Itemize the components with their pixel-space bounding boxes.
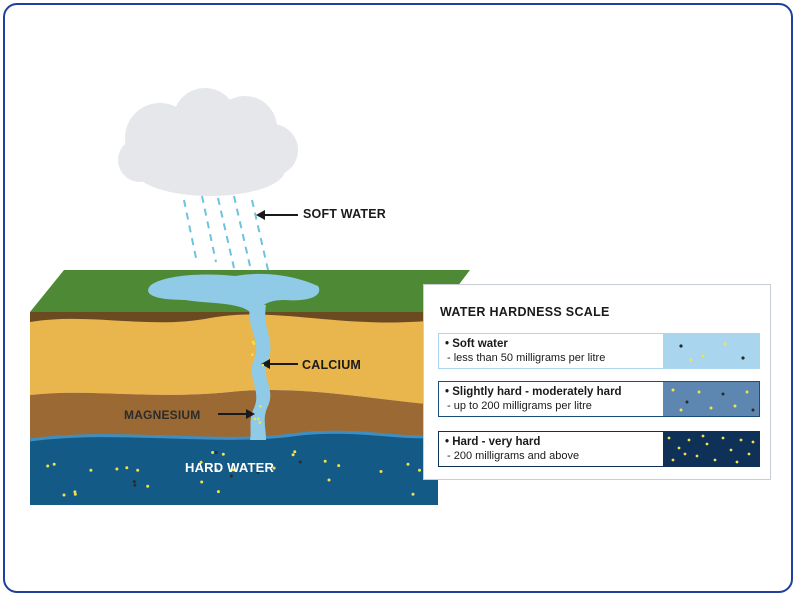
mineral-particle [337, 464, 341, 468]
row-desc: - 200 milligrams and above [447, 450, 580, 462]
mineral-particle [136, 468, 140, 472]
magnesium-label: MAGNESIUM [124, 408, 201, 422]
soft-water-arrow [256, 210, 298, 220]
mineral-particle [146, 484, 150, 488]
mineral-particle [199, 460, 203, 464]
mineral-particle [200, 480, 204, 484]
mineral-particle [62, 493, 66, 497]
water-stream [148, 273, 320, 440]
mineral-particle [298, 460, 302, 464]
calcium-label: CALCIUM [302, 358, 362, 372]
mineral-particle [323, 459, 327, 463]
mineral-particle [125, 466, 129, 470]
mineral-particle [46, 464, 50, 468]
calcium-arrow [261, 359, 298, 369]
magnesium-arrow [218, 409, 255, 419]
scale-row-soft: • Soft water - less than 50 milligrams p… [438, 333, 760, 369]
swatch-moderate [663, 382, 759, 416]
stream-particle [257, 417, 260, 421]
mineral-particle [115, 467, 119, 471]
mineral-particle [229, 474, 233, 478]
mineral-particle [89, 468, 93, 472]
mineral-particle [251, 463, 255, 466]
mineral-particle [272, 466, 276, 470]
stream-particle [261, 363, 265, 367]
row-desc: - less than 50 milligrams per litre [447, 352, 606, 364]
row-desc: - up to 200 milligrams per litre [447, 400, 592, 412]
row-name: • Soft water [445, 338, 508, 350]
mineral-particle [256, 470, 260, 474]
mineral-particle [133, 483, 137, 487]
stream-particle [258, 421, 262, 424]
mineral-particle [379, 470, 383, 473]
swatch-hard [663, 432, 759, 466]
stream-particle [251, 340, 255, 344]
mineral-particle [231, 468, 235, 472]
row-name: • Slightly hard - moderately hard [445, 386, 622, 398]
mineral-particle [406, 462, 410, 466]
mineral-particle [73, 490, 77, 494]
scale-row-moderate: • Slightly hard - moderately hard - up t… [438, 381, 760, 417]
mineral-particle [52, 462, 56, 466]
mineral-particle [214, 468, 218, 472]
cloud [118, 88, 298, 196]
ground-layers [29, 270, 470, 505]
mineral-particle [73, 492, 77, 496]
scale-title: WATER HARDNESS SCALE [440, 305, 610, 319]
stream-particle [253, 417, 257, 421]
scale-row-hard: • Hard - very hard - 200 milligrams and … [438, 431, 760, 467]
stream-particle [251, 353, 254, 357]
soft-water-label: SOFT WATER [303, 207, 387, 221]
row-name: • Hard - very hard [445, 436, 541, 448]
water-hardness-scale: WATER HARDNESS SCALE • Soft water - less… [423, 284, 771, 480]
rain-drops [183, 195, 269, 271]
mineral-particle [291, 453, 295, 457]
stream-particle [259, 405, 262, 408]
mineral-particle [327, 478, 331, 482]
mineral-particle [418, 468, 421, 472]
mineral-particles [46, 340, 421, 497]
mineral-particle [221, 452, 225, 456]
mineral-particle [216, 490, 220, 494]
mineral-particle [411, 492, 415, 496]
hard-water-label: HARD WATER [185, 460, 275, 475]
mineral-particle [132, 480, 136, 484]
swatch-soft [663, 334, 759, 368]
mineral-particle [214, 451, 218, 454]
mineral-particle [211, 451, 215, 454]
mineral-particle [293, 450, 297, 454]
